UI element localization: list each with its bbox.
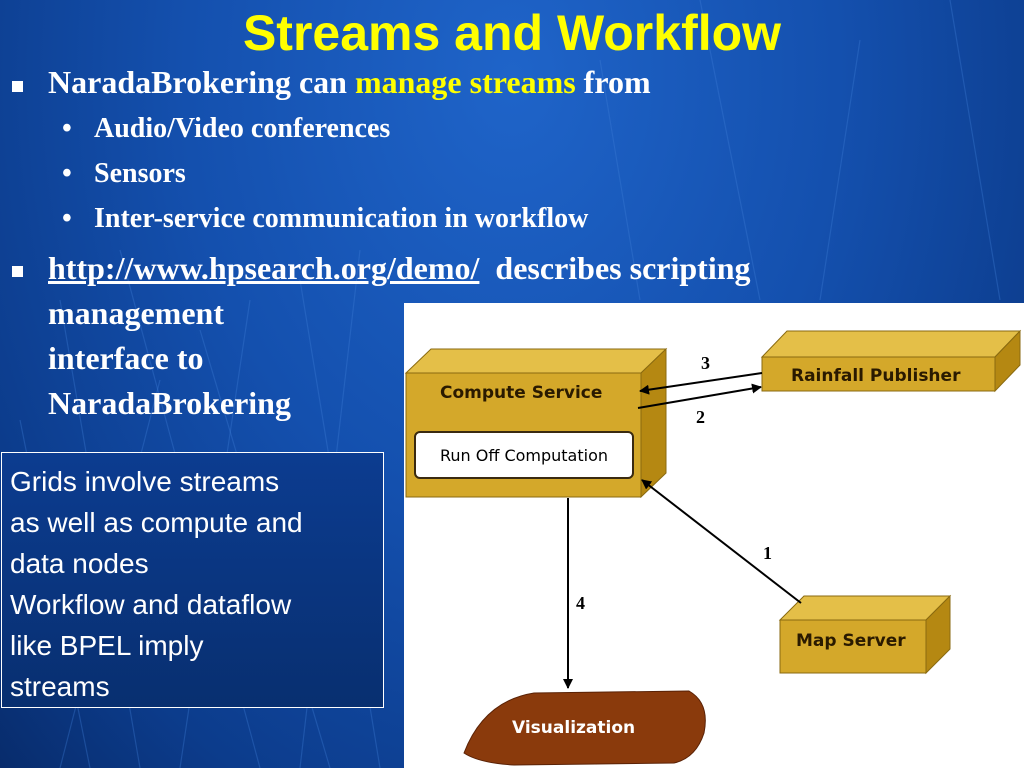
bullet-hpsearch: http://www.hpsearch.org/demo/ describes …	[48, 246, 751, 426]
hpsearch-link[interactable]: http://www.hpsearch.org/demo/	[48, 250, 480, 286]
note-line: data nodes	[10, 548, 149, 579]
bullet-marker	[12, 266, 23, 277]
bullet-text: NaradaBrokering	[48, 385, 291, 421]
step-4-label: 4	[576, 593, 585, 613]
rainfall-publisher-box	[760, 329, 1022, 393]
sub-bullet-text: Audio/Video conferences	[94, 113, 391, 144]
workflow-diagram: Compute Service Run Off Computation Rain…	[404, 303, 1024, 768]
diagram-graphics	[404, 329, 1022, 766]
step-2-label: 2	[696, 407, 705, 427]
note-line: as well as compute and	[10, 507, 303, 538]
compute-service-label: Compute Service	[440, 383, 603, 403]
map-server-label: Map Server	[796, 631, 906, 651]
note-line: Workflow and dataflow	[10, 589, 292, 620]
highlight-text: manage streams	[354, 64, 576, 100]
run-off-label: Run Off Computation	[439, 445, 609, 465]
map-server-box	[778, 594, 952, 675]
arrow-step-2	[637, 383, 762, 409]
bullet-text: describes scripting	[495, 250, 751, 286]
step-1-label: 1	[763, 543, 772, 563]
bullet-text-end: from	[575, 64, 651, 100]
note-box: Grids involve streams as well as compute…	[1, 452, 384, 708]
step-3-label: 3	[701, 353, 710, 373]
slide-title: Streams and Workflow	[242, 5, 782, 61]
arrow-step-1	[641, 479, 802, 604]
bullet-marker	[12, 81, 23, 92]
bullet-manage-streams: NaradaBrokering can manage streams from	[48, 60, 651, 105]
note-line: streams	[10, 671, 110, 702]
note-line: Grids involve streams	[10, 466, 280, 497]
bullet-text: management	[48, 295, 224, 331]
bullet-text: NaradaBrokering can	[48, 64, 355, 100]
note-line: like BPEL imply	[10, 630, 204, 661]
arrow-step-3	[639, 372, 763, 395]
visualization-shape	[463, 690, 706, 766]
sub-bullet-text: Inter-service communication in workflow	[94, 203, 589, 234]
rainfall-publisher-label: Rainfall Publisher	[791, 366, 961, 386]
sub-bullet-workflow: •Inter-service communication in workflow	[62, 203, 589, 234]
run-off-computation-box: Run Off Computation	[414, 431, 634, 479]
bullet-text: interface to	[48, 340, 204, 376]
sub-bullet-text: Sensors	[94, 158, 186, 189]
visualization-label: Visualization	[512, 718, 636, 738]
sub-bullet-av: •Audio/Video conferences	[62, 113, 391, 144]
sub-bullet-sensors: •Sensors	[62, 158, 186, 189]
